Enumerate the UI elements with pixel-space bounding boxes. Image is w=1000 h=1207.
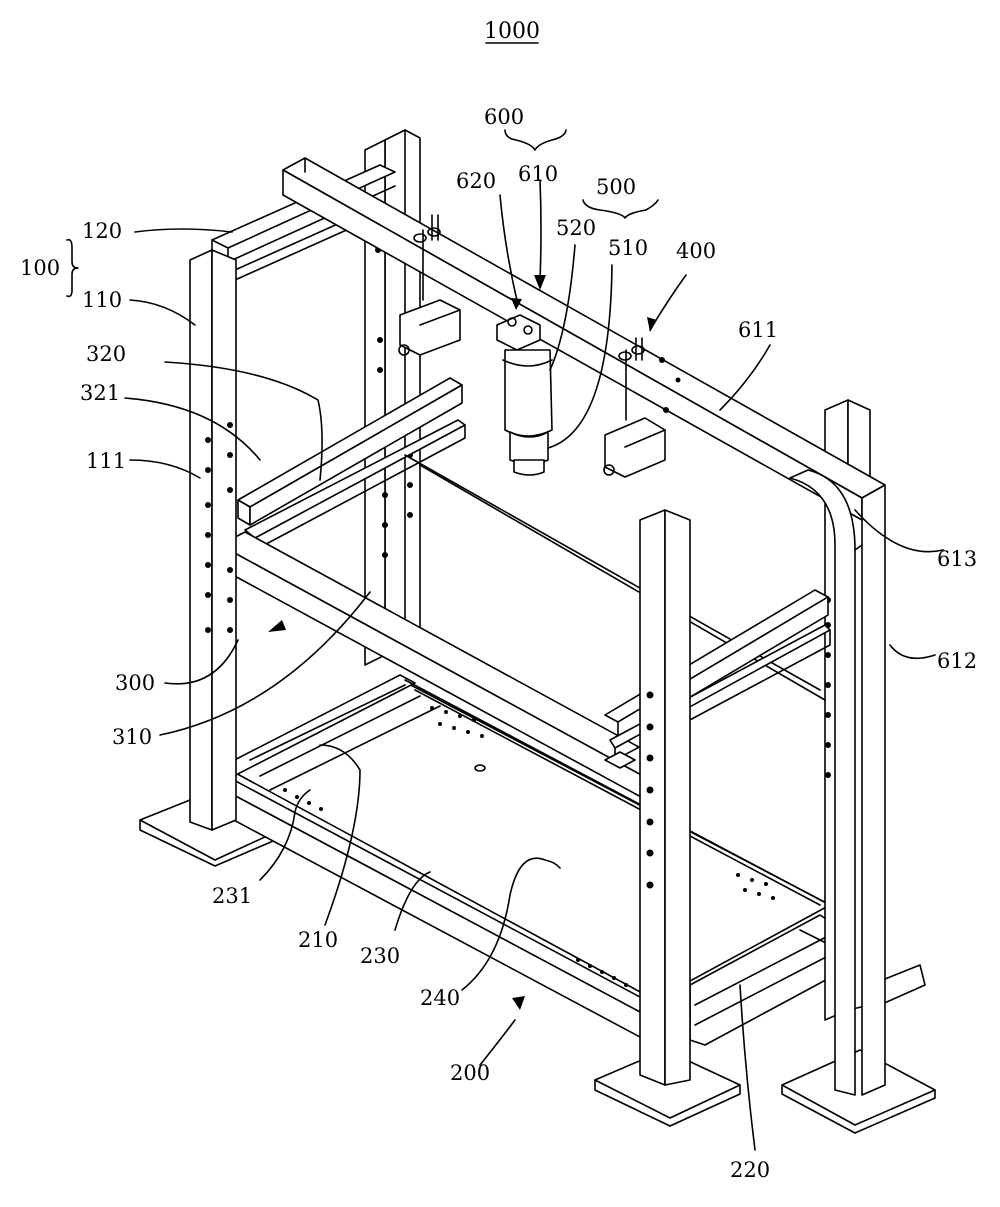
- label-620: 620: [456, 169, 496, 193]
- label-613: 613: [937, 547, 977, 571]
- label-231: 231: [212, 884, 252, 908]
- label-240: 240: [420, 986, 460, 1010]
- label-610: 610: [518, 162, 558, 186]
- left-front-post: [190, 240, 236, 830]
- label-612: 612: [937, 649, 977, 673]
- label-400: 400: [676, 239, 716, 263]
- label-110: 110: [82, 288, 122, 312]
- label-230: 230: [360, 944, 400, 968]
- label-500: 500: [596, 175, 636, 199]
- label-321: 321: [80, 381, 120, 405]
- label-300: 300: [115, 671, 155, 695]
- label-100: 100: [20, 256, 60, 280]
- upper-cross-beam: [238, 378, 465, 550]
- right-front-post: [640, 510, 690, 1085]
- label-200: 200: [450, 1061, 490, 1085]
- label-120: 120: [82, 219, 122, 243]
- label-520: 520: [556, 216, 596, 240]
- label-600: 600: [484, 105, 524, 129]
- right-cross-beam: [605, 590, 830, 768]
- label-111: 111: [86, 449, 126, 473]
- label-210: 210: [298, 928, 338, 952]
- label-320: 320: [86, 342, 126, 366]
- label-220: 220: [730, 1158, 770, 1182]
- label-611: 611: [738, 318, 778, 342]
- label-310: 310: [112, 725, 152, 749]
- label-510: 510: [608, 236, 648, 260]
- figure-title: 1000: [484, 19, 540, 44]
